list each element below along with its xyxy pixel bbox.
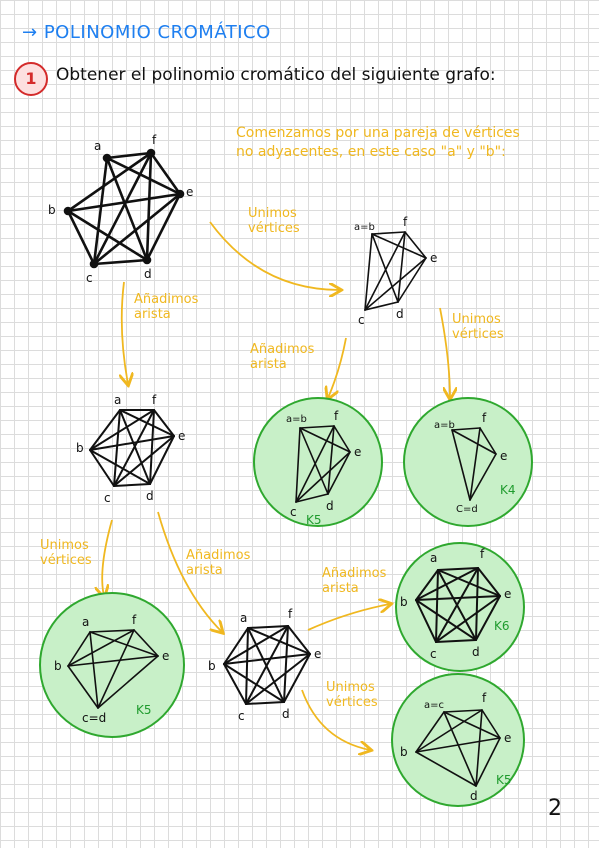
g5-label-cd: C=d <box>456 504 478 515</box>
arrow-g2-g4 <box>328 337 347 398</box>
chromatic-circles <box>39 397 533 807</box>
g3-label-e: e <box>178 429 185 443</box>
graph-g8 <box>415 567 501 643</box>
annotation-unimos-1: Unimos vértices <box>248 206 300 236</box>
g7-label-a: a <box>240 611 247 625</box>
circle-g8 <box>395 542 525 672</box>
g2-label-c: c <box>358 313 365 327</box>
graph-g7 <box>223 625 311 705</box>
g9-label-e: e <box>504 731 511 745</box>
page-title: → POLINOMIO CROMÁTICO <box>22 22 271 43</box>
annotation-anadimos-4: Añadimos arista <box>322 566 387 596</box>
circle-g9 <box>391 673 525 807</box>
step-arrows <box>102 221 450 750</box>
g1-label-f: f <box>152 133 157 147</box>
g8-label-f: f <box>480 547 485 561</box>
g9-label-b: b <box>400 745 408 759</box>
g7-label-d: d <box>282 707 290 721</box>
arrow-g3-g6 <box>102 519 113 596</box>
g8-label-e: e <box>504 587 511 601</box>
g8-k-label: K6 <box>494 619 510 633</box>
g4-label-d: d <box>326 499 334 513</box>
g8-label-d: d <box>472 645 480 659</box>
circle-g6 <box>39 592 185 738</box>
g4-label-c: c <box>290 505 297 519</box>
g4-label-f: f <box>334 409 339 423</box>
annotation-unimos-4: Unimos vértices <box>326 680 378 710</box>
circle-g5 <box>403 397 533 527</box>
arrow-g3-g7 <box>157 511 222 632</box>
g6-k-label: K5 <box>136 703 152 717</box>
g5-label-ab: a=b <box>434 420 455 431</box>
g3-label-b: b <box>76 441 84 455</box>
graph-g1 <box>63 148 185 269</box>
g7-label-e: e <box>314 647 321 661</box>
g6-label-cd: c=d <box>82 711 106 725</box>
g2-label-d: d <box>396 307 404 321</box>
g3-label-f: f <box>152 393 157 407</box>
g5-label-f: f <box>482 411 487 425</box>
g6-label-f: f <box>132 613 137 627</box>
g2-label-f: f <box>403 215 408 229</box>
arrow-icon: → <box>22 22 38 43</box>
g7-label-b: b <box>208 659 216 673</box>
graph-g5 <box>451 427 497 501</box>
g8-label-a: a <box>430 551 437 565</box>
graph-g4 <box>295 425 351 503</box>
g1-label-a: a <box>94 139 101 153</box>
title-text: POLINOMIO CROMÁTICO <box>43 22 271 43</box>
g6-label-e: e <box>162 649 169 663</box>
g3-label-a: a <box>114 393 121 407</box>
exercise-statement: Obtener el polinomio cromático del sigui… <box>56 65 496 85</box>
g4-k-label: K5 <box>306 513 322 527</box>
g1-label-d: d <box>144 267 152 281</box>
annotation-anadimos-1: Añadimos arista <box>134 292 199 322</box>
annotation-anadimos-2: Añadimos arista <box>250 342 315 372</box>
arrow-g2-g5 <box>439 307 450 398</box>
g2-label-ab: a=b <box>354 222 375 233</box>
g3-label-c: c <box>104 491 111 505</box>
g7-label-f: f <box>288 607 293 621</box>
intro-note: Comenzamos por una pareja de vértices no… <box>236 125 520 160</box>
g9-k-label: K5 <box>496 773 512 787</box>
g1-label-b: b <box>48 203 56 217</box>
g8-label-c: c <box>430 647 437 661</box>
graph-g6 <box>67 629 159 709</box>
annotation-unimos-2: Unimos vértices <box>452 312 504 342</box>
annotation-unimos-3: Unimos vértices <box>40 538 92 568</box>
circle-g4 <box>253 397 383 527</box>
graph-g9 <box>415 709 501 787</box>
g5-k-label: K4 <box>500 483 516 497</box>
arrow-g1-g3 <box>122 281 128 384</box>
annotation-anadimos-3: Añadimos arista <box>186 548 251 578</box>
graph-g3 <box>89 409 175 487</box>
arrow-g7-g9 <box>301 689 370 750</box>
g7-label-c: c <box>238 709 245 723</box>
g5-label-e: e <box>500 449 507 463</box>
g4-label-ab: a=b <box>286 414 307 425</box>
arrow-g1-g2 <box>209 221 340 290</box>
exercise-number-badge: 1 <box>14 62 48 96</box>
g1-label-c: c <box>86 271 93 285</box>
g2-label-e: e <box>430 251 437 265</box>
g9-label-d: d <box>470 789 478 803</box>
g6-label-b: b <box>54 659 62 673</box>
g6-label-a: a <box>82 615 89 629</box>
g8-label-b: b <box>400 595 408 609</box>
g9-label-f: f <box>482 691 487 705</box>
page-number: 2 <box>548 796 562 821</box>
graph-g2 <box>364 231 427 311</box>
g1-label-e: e <box>186 185 193 199</box>
g3-label-d: d <box>146 489 154 503</box>
g9-label-ac: a=c <box>424 700 444 711</box>
arrow-g7-g8 <box>307 604 390 631</box>
g4-label-e: e <box>354 445 361 459</box>
